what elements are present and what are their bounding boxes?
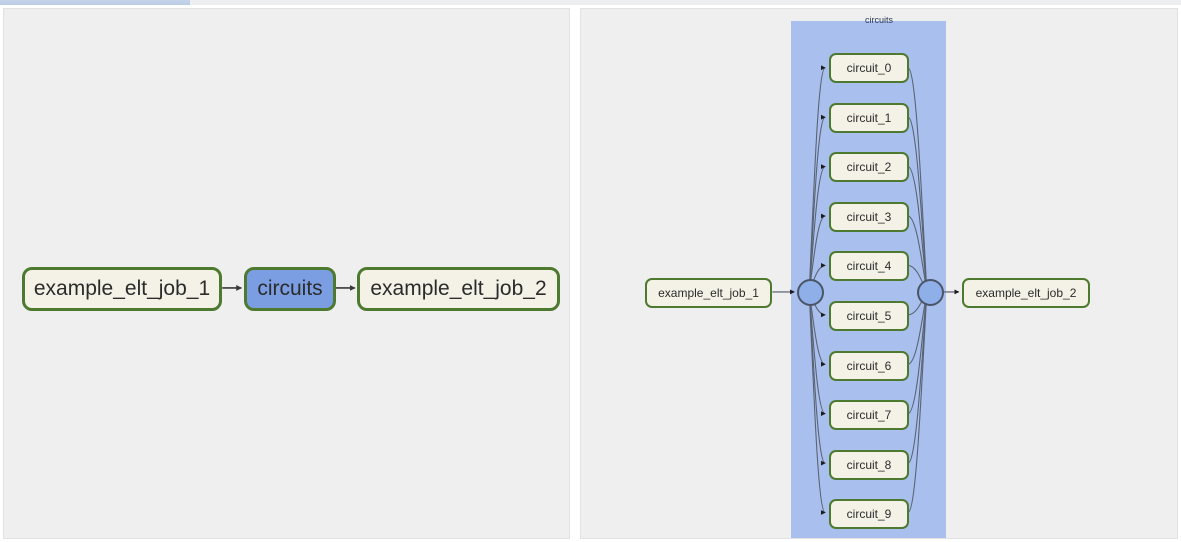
expanded-graph-canvas[interactable]: circuits example_elt_job_1 example_elt_j… — [581, 9, 1177, 538]
collapsed-graph-canvas[interactable]: example_elt_job_1 circuits example_elt_j… — [4, 9, 569, 538]
node-example-elt-job-2[interactable]: example_elt_job_2 — [962, 278, 1090, 308]
node-circuits-group[interactable]: circuits — [244, 267, 336, 311]
node-circuit-3[interactable]: circuit_3 — [829, 201, 909, 232]
node-circuit-7[interactable]: circuit_7 — [829, 400, 909, 431]
edge-circuit-2-to-exit — [907, 166, 929, 293]
collapsed-graph-edges — [222, 285, 356, 291]
node-example-elt-job-1[interactable]: example_elt_job_1 — [645, 278, 772, 308]
edge-circuit-1-to-exit — [907, 116, 930, 293]
edge-entry-to-circuit-9 — [808, 291, 826, 515]
task-group-exit-node[interactable] — [917, 279, 944, 306]
node-circuit-5[interactable]: circuit_5 — [829, 301, 909, 331]
task-group-cluster-label: circuits — [864, 15, 893, 25]
top-loading-bar — [0, 0, 1181, 5]
node-circuit-4[interactable]: circuit_4 — [829, 251, 909, 282]
edge-circuit-0-to-exit — [907, 67, 930, 293]
node-circuit-2[interactable]: circuit_2 — [829, 152, 909, 183]
expanded-graph-panel: circuits example_elt_job_1 example_elt_j… — [580, 8, 1178, 539]
task-group-entry-node[interactable] — [797, 279, 824, 306]
node-circuit-0[interactable]: circuit_0 — [829, 53, 909, 83]
node-circuit-1[interactable]: circuit_1 — [829, 102, 909, 133]
node-circuit-6[interactable]: circuit_6 — [829, 350, 909, 381]
node-example-elt-job-1[interactable]: example_elt_job_1 — [22, 267, 222, 311]
edge-circuit-9-to-exit — [907, 291, 930, 514]
node-circuit-8[interactable]: circuit_8 — [829, 449, 909, 480]
edge-circuit-7-to-exit — [907, 291, 929, 415]
loading-progress-indicator — [0, 0, 190, 5]
collapsed-graph-panel: example_elt_job_1 circuits example_elt_j… — [3, 8, 570, 539]
edge-entry-to-circuit-1 — [808, 114, 826, 292]
node-circuit-9[interactable]: circuit_9 — [829, 499, 909, 530]
edge-entry-to-circuit-2 — [808, 164, 826, 292]
node-example-elt-job-2[interactable]: example_elt_job_2 — [357, 267, 560, 311]
